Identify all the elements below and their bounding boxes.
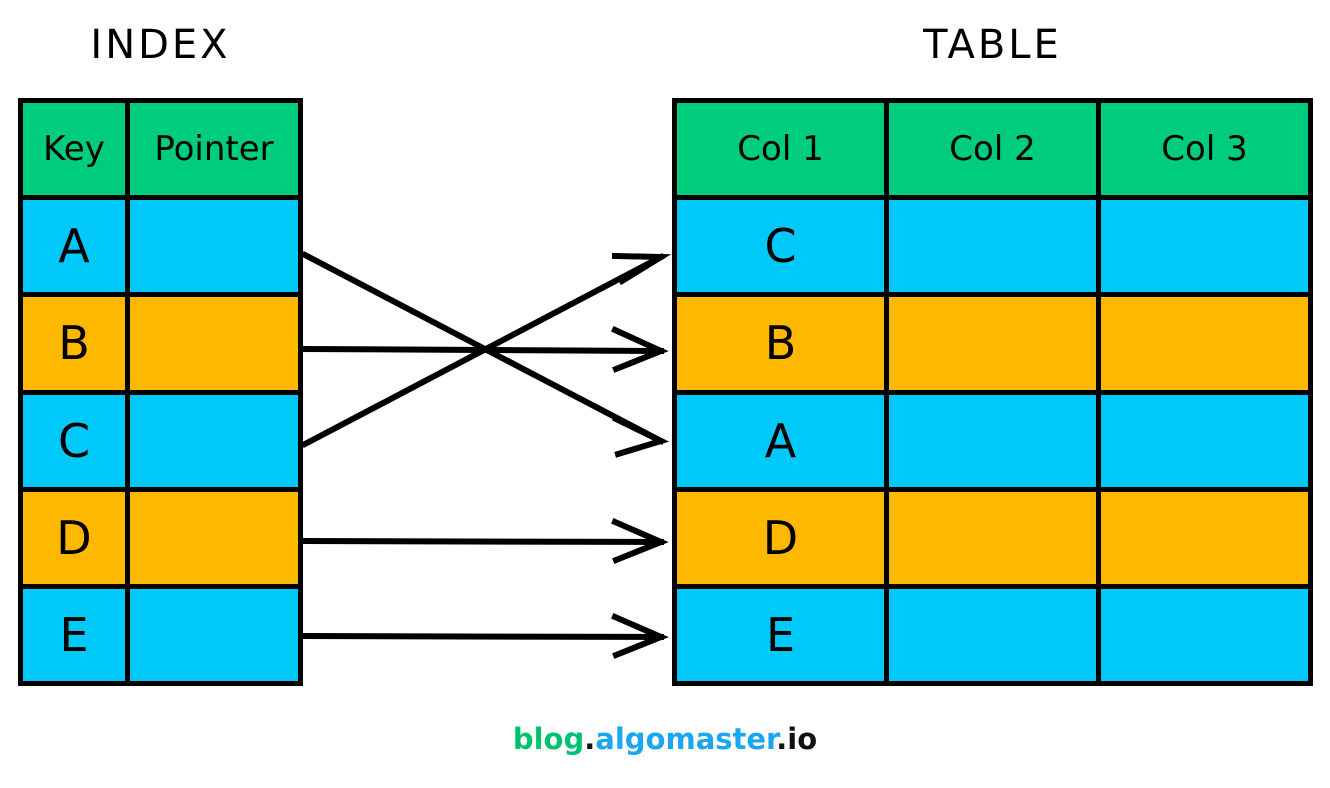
index-cell-key: B (23, 297, 130, 390)
data-table: Col 1 Col 2 Col 3 C B A D E (672, 98, 1313, 686)
index-cell-pointer (130, 200, 298, 293)
table-row[interactable]: C (677, 200, 1308, 298)
table-cell: C (677, 200, 889, 293)
table-cell: D (677, 491, 889, 584)
brand-wordmark: blog.algomaster.io (0, 722, 1330, 756)
index-cell-pointer (130, 394, 298, 487)
table-title: TABLE (923, 22, 1062, 68)
index-cell-pointer (130, 297, 298, 390)
pointer-arrow-e (301, 613, 669, 659)
wordmark-dot: . (584, 722, 596, 756)
table-cell (889, 297, 1101, 390)
table-row[interactable]: B (677, 297, 1308, 395)
table-header-col3: Col 3 (1101, 103, 1308, 196)
index-title: INDEX (90, 22, 231, 68)
table-row[interactable]: D (677, 491, 1308, 589)
table-cell (1101, 200, 1308, 293)
index-header-key: Key (23, 103, 130, 196)
index-cell-key: A (23, 200, 130, 293)
table-cell (889, 588, 1101, 682)
index-cell-key: C (23, 394, 130, 487)
table-header-row: Col 1 Col 2 Col 3 (677, 103, 1308, 201)
table-row[interactable]: A (677, 394, 1308, 492)
table-cell: B (677, 297, 889, 390)
table-cell (1101, 297, 1308, 390)
index-cell-pointer (130, 491, 298, 584)
table-cell: E (677, 588, 889, 682)
index-table: Key Pointer A B C D E (18, 98, 303, 686)
pointer-arrow-d (301, 518, 669, 564)
index-row[interactable]: D (23, 491, 298, 589)
wordmark-io: .io (776, 722, 818, 756)
index-row[interactable]: C (23, 394, 298, 492)
table-row[interactable]: E (677, 588, 1308, 682)
table-header-col2: Col 2 (889, 103, 1101, 196)
table-cell (1101, 588, 1308, 682)
index-header-row: Key Pointer (23, 103, 298, 201)
index-row[interactable]: B (23, 297, 298, 395)
table-cell: A (677, 394, 889, 487)
wordmark-algomaster: algomaster (595, 722, 777, 756)
pointer-arrow-c (300, 252, 672, 449)
index-row[interactable]: A (23, 200, 298, 298)
index-header-pointer: Pointer (130, 103, 298, 196)
table-cell (889, 394, 1101, 487)
table-cell (1101, 394, 1308, 487)
index-cell-pointer (130, 588, 298, 682)
index-cell-key: D (23, 491, 130, 584)
index-cell-key: E (23, 588, 130, 682)
wordmark-blog: blog (512, 722, 585, 756)
table-header-col1: Col 1 (677, 103, 889, 196)
table-cell (1101, 491, 1308, 584)
table-cell (889, 491, 1101, 584)
index-row[interactable]: E (23, 588, 298, 682)
table-cell (889, 200, 1101, 293)
